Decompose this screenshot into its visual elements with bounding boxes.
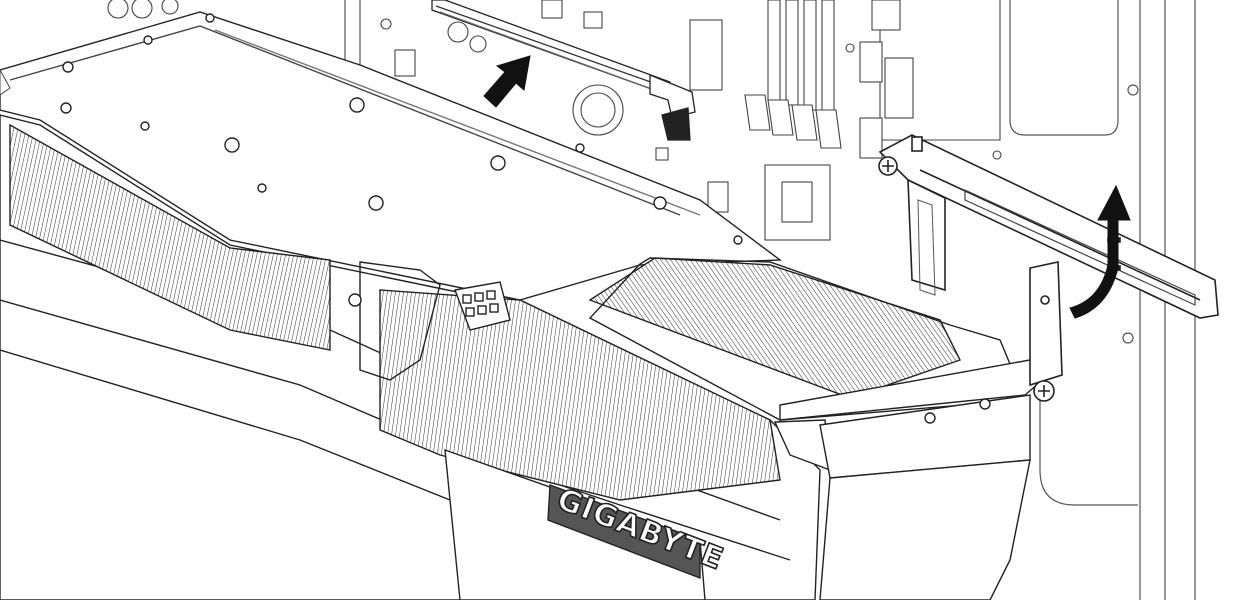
raise-arrow-icon [1069, 184, 1131, 319]
bracket-fragment [0, 68, 11, 96]
pcie-slot [431, 0, 696, 141]
chipset [764, 164, 831, 241]
support-bracket [878, 134, 1219, 402]
bracket-screw-bottom [1033, 380, 1055, 402]
brand-plate [547, 484, 701, 580]
motherboard [107, 0, 1002, 241]
bracket-screw-top [878, 156, 898, 176]
power-connector [454, 281, 511, 331]
backplate-screws [60, 13, 743, 245]
graphics-card [0, 11, 1062, 600]
insert-arrow-icon [483, 55, 531, 108]
memory-slots [744, 0, 842, 149]
